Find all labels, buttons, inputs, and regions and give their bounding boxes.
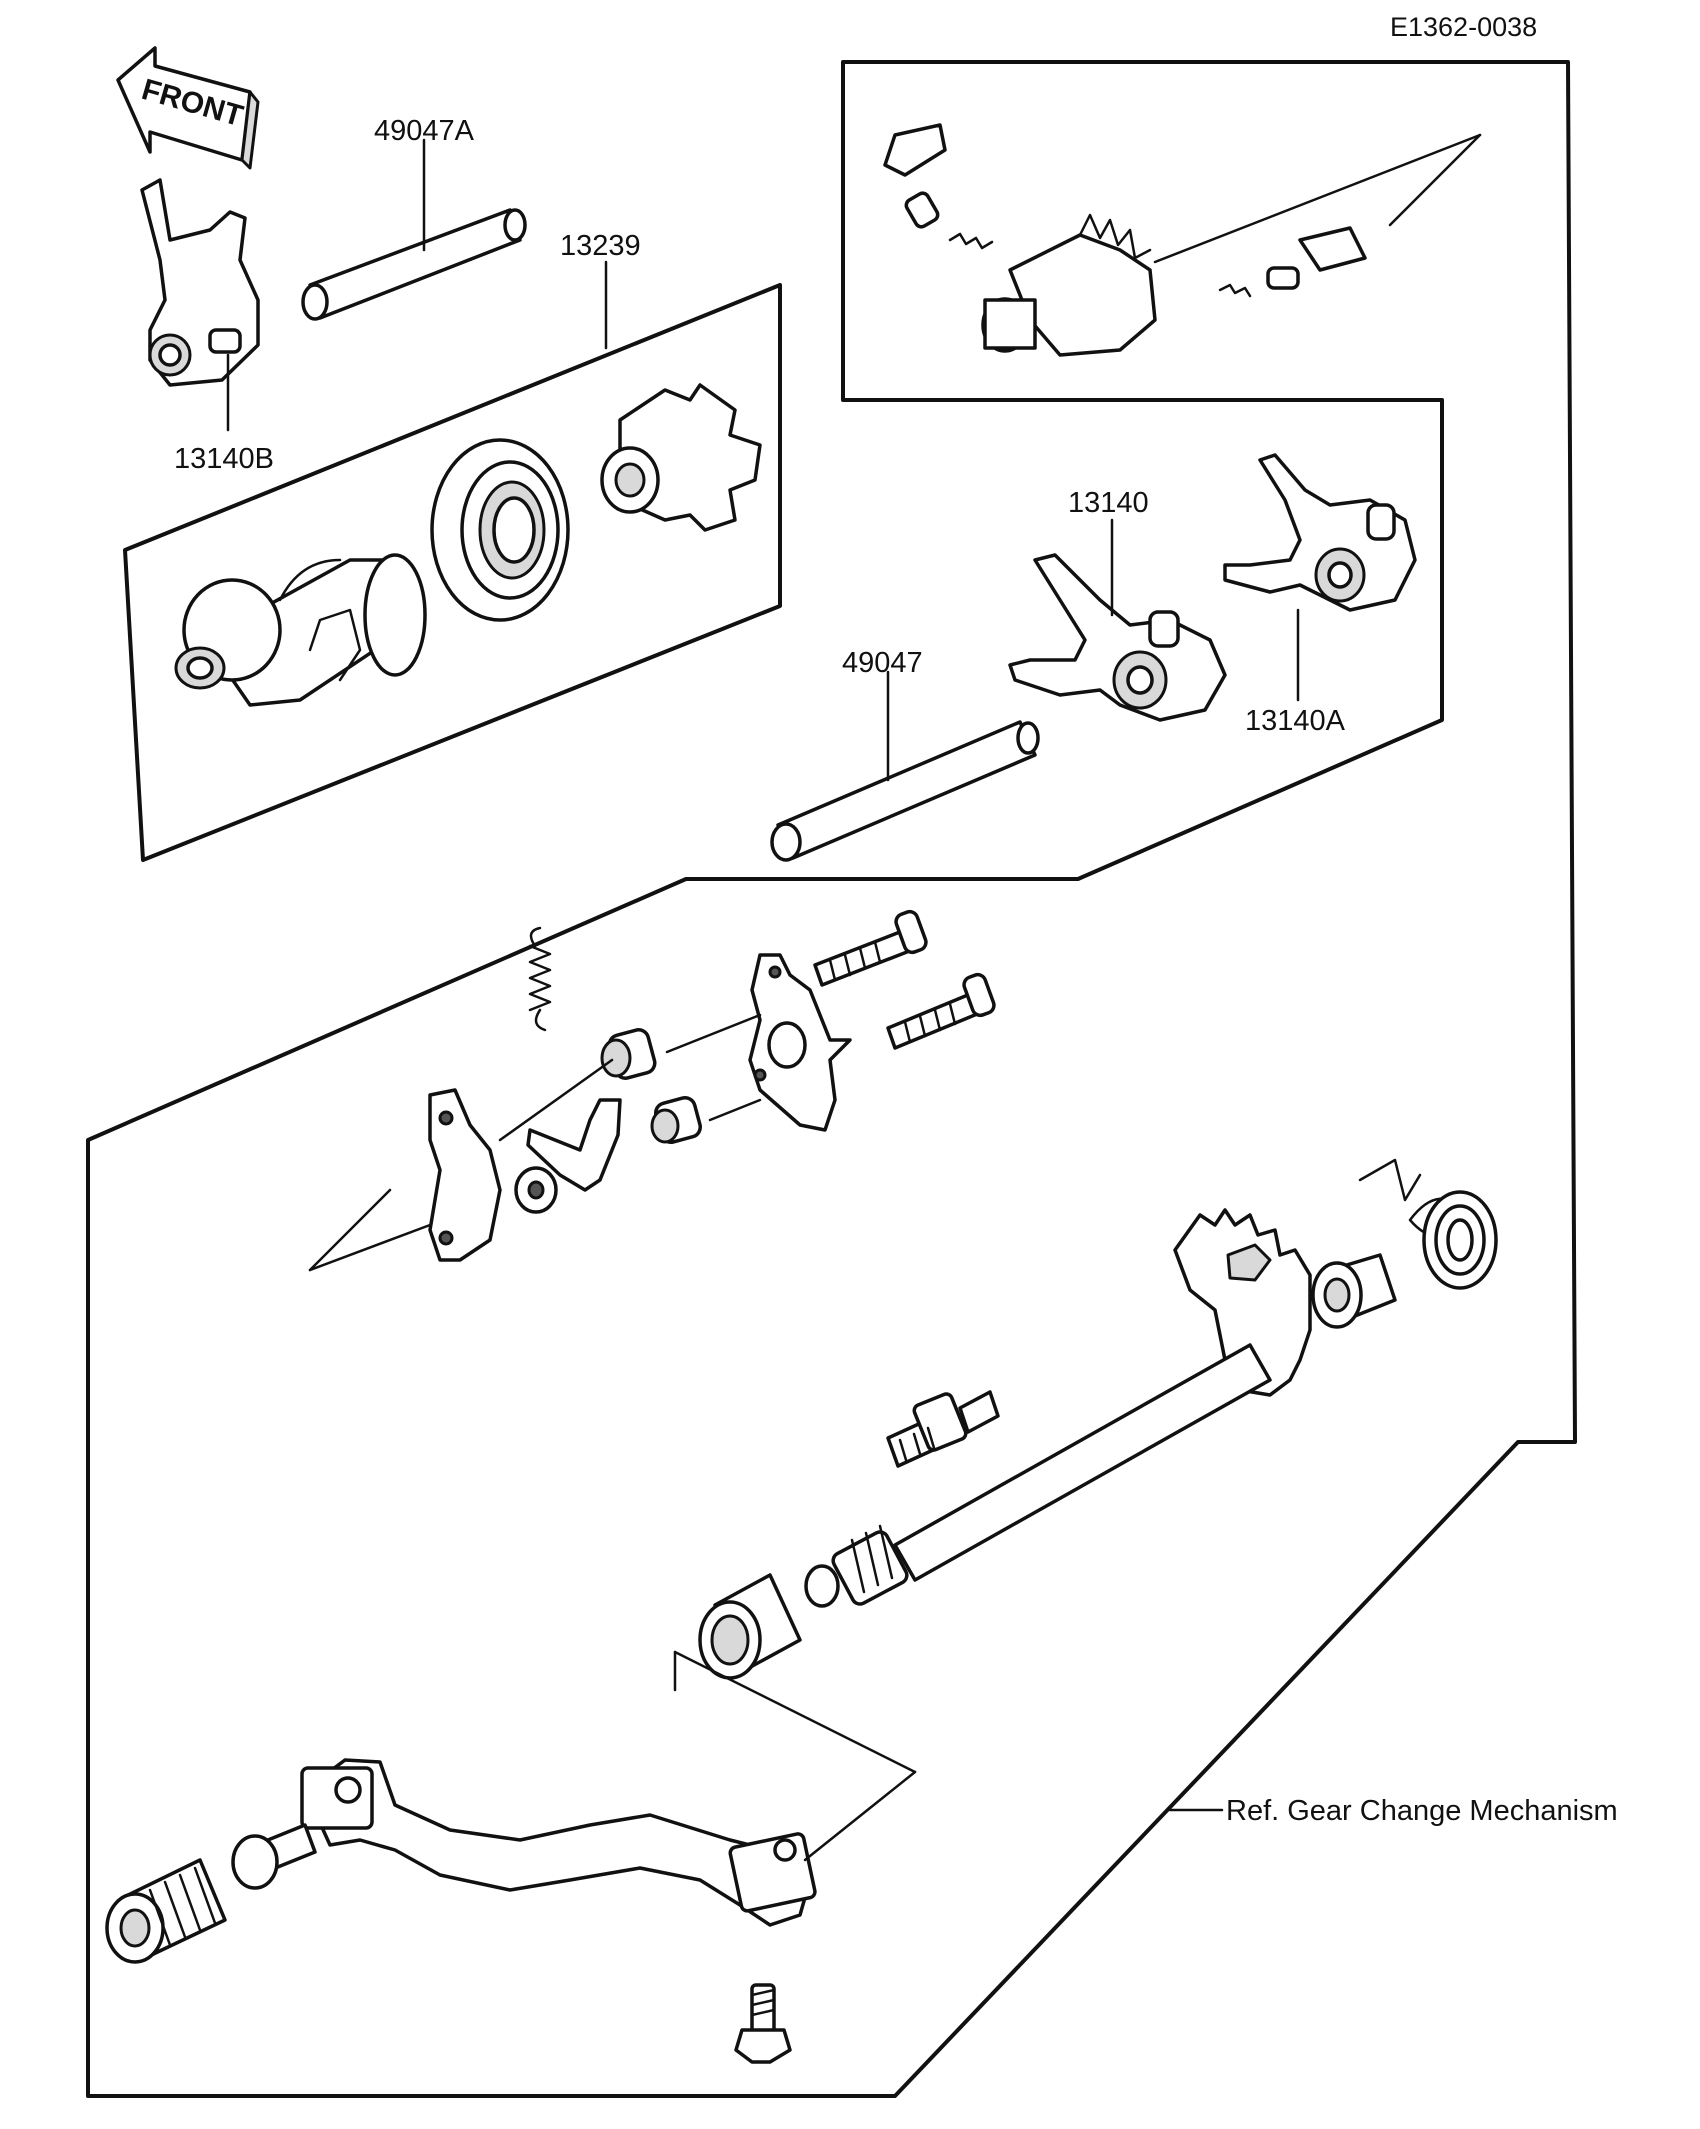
front-arrow: FRONT xyxy=(116,46,260,170)
reference-note: Ref. Gear Change Mechanism xyxy=(1226,1795,1618,1827)
label-49047a: 49047A xyxy=(374,115,475,147)
shift-fork-13140 xyxy=(1008,553,1227,722)
return-spring xyxy=(1358,1158,1498,1290)
shift-shaft xyxy=(804,1208,1312,1608)
shaft-49047 xyxy=(770,720,1040,862)
shaft-49047a xyxy=(301,208,527,321)
shift-drum xyxy=(174,553,427,707)
assembly-boundary xyxy=(86,60,1577,2098)
shift-fork-13140a xyxy=(1223,453,1417,612)
pedal-rubber xyxy=(105,1858,227,1964)
alignment-lines xyxy=(673,1650,917,1862)
label-13239: 13239 xyxy=(560,230,641,262)
pedal-bolt xyxy=(734,1983,792,2064)
shift-fork-13140b xyxy=(140,178,260,387)
detent-assembly xyxy=(883,123,1482,357)
diagram-code: E1362-0038 xyxy=(1390,12,1537,42)
bolts xyxy=(813,909,996,1050)
shaft-collar xyxy=(1311,1253,1397,1329)
stopper-bolt xyxy=(886,1390,1000,1468)
shaft-bushing xyxy=(698,1573,802,1680)
label-13140a: 13140A xyxy=(1245,705,1346,737)
bearing xyxy=(430,438,570,622)
drum-cam xyxy=(600,383,762,532)
shift-pedal xyxy=(231,1758,817,1927)
label-13140b: 13140B xyxy=(174,443,274,475)
label-13140: 13140 xyxy=(1068,487,1149,519)
linkage-parts xyxy=(308,926,852,1272)
label-49047: 49047 xyxy=(842,647,923,679)
